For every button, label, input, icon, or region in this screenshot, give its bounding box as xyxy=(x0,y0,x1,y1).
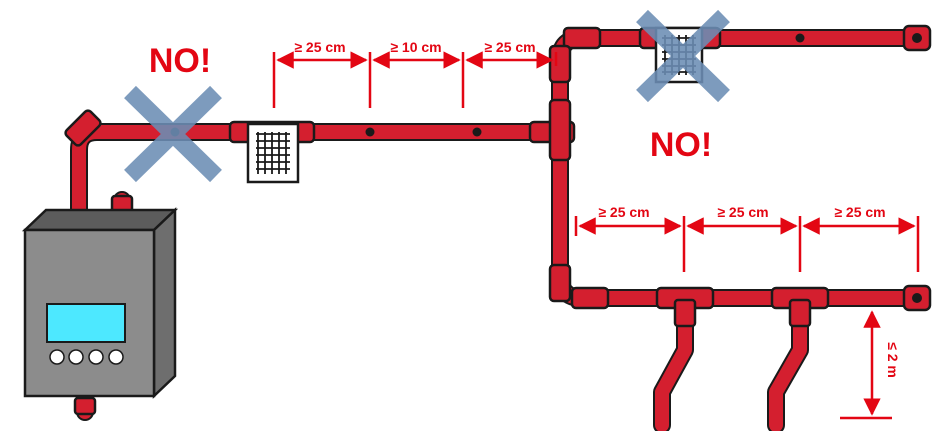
elbow-fitting-left xyxy=(64,109,102,147)
dimension-top-2: ≥ 10 cm xyxy=(390,39,441,55)
dimension-bottom-1: ≥ 25 cm xyxy=(598,204,649,220)
heater-buttons xyxy=(49,349,124,365)
heater-drain xyxy=(73,396,97,416)
dimension-bottom-2: ≥ 25 cm xyxy=(717,204,768,220)
bottom-dimension-lines xyxy=(574,216,920,272)
dimension-top-3: ≥ 25 cm xyxy=(484,39,535,55)
elbow-fitting-top xyxy=(562,26,602,50)
elbow-fitting-bottom-v xyxy=(548,263,572,303)
dimension-top-1: ≥ 25 cm xyxy=(294,39,345,55)
warning-no-left: NO! xyxy=(149,42,211,80)
tee-fitting-drop-1-v xyxy=(673,298,697,328)
cross-icon xyxy=(124,85,222,183)
grid-sensor-icon xyxy=(246,122,300,184)
pipe-end-caps xyxy=(902,24,932,312)
dimension-bottom-3: ≥ 25 cm xyxy=(834,204,885,220)
height-dimension-line xyxy=(840,310,892,420)
warning-no-right: NO! xyxy=(650,126,712,164)
dimension-height: ≤ 2 m xyxy=(885,342,901,378)
heater-screen xyxy=(46,303,126,343)
elbow-fitting-top-v xyxy=(548,44,572,84)
cross-icon-top xyxy=(636,9,730,103)
water-heater-icon xyxy=(21,207,179,399)
tee-fitting-drop-2-v xyxy=(788,298,812,328)
elbow-fitting-bottom xyxy=(570,286,610,310)
top-dimension-lines xyxy=(272,51,558,108)
tee-fitting-vertical xyxy=(548,98,572,162)
